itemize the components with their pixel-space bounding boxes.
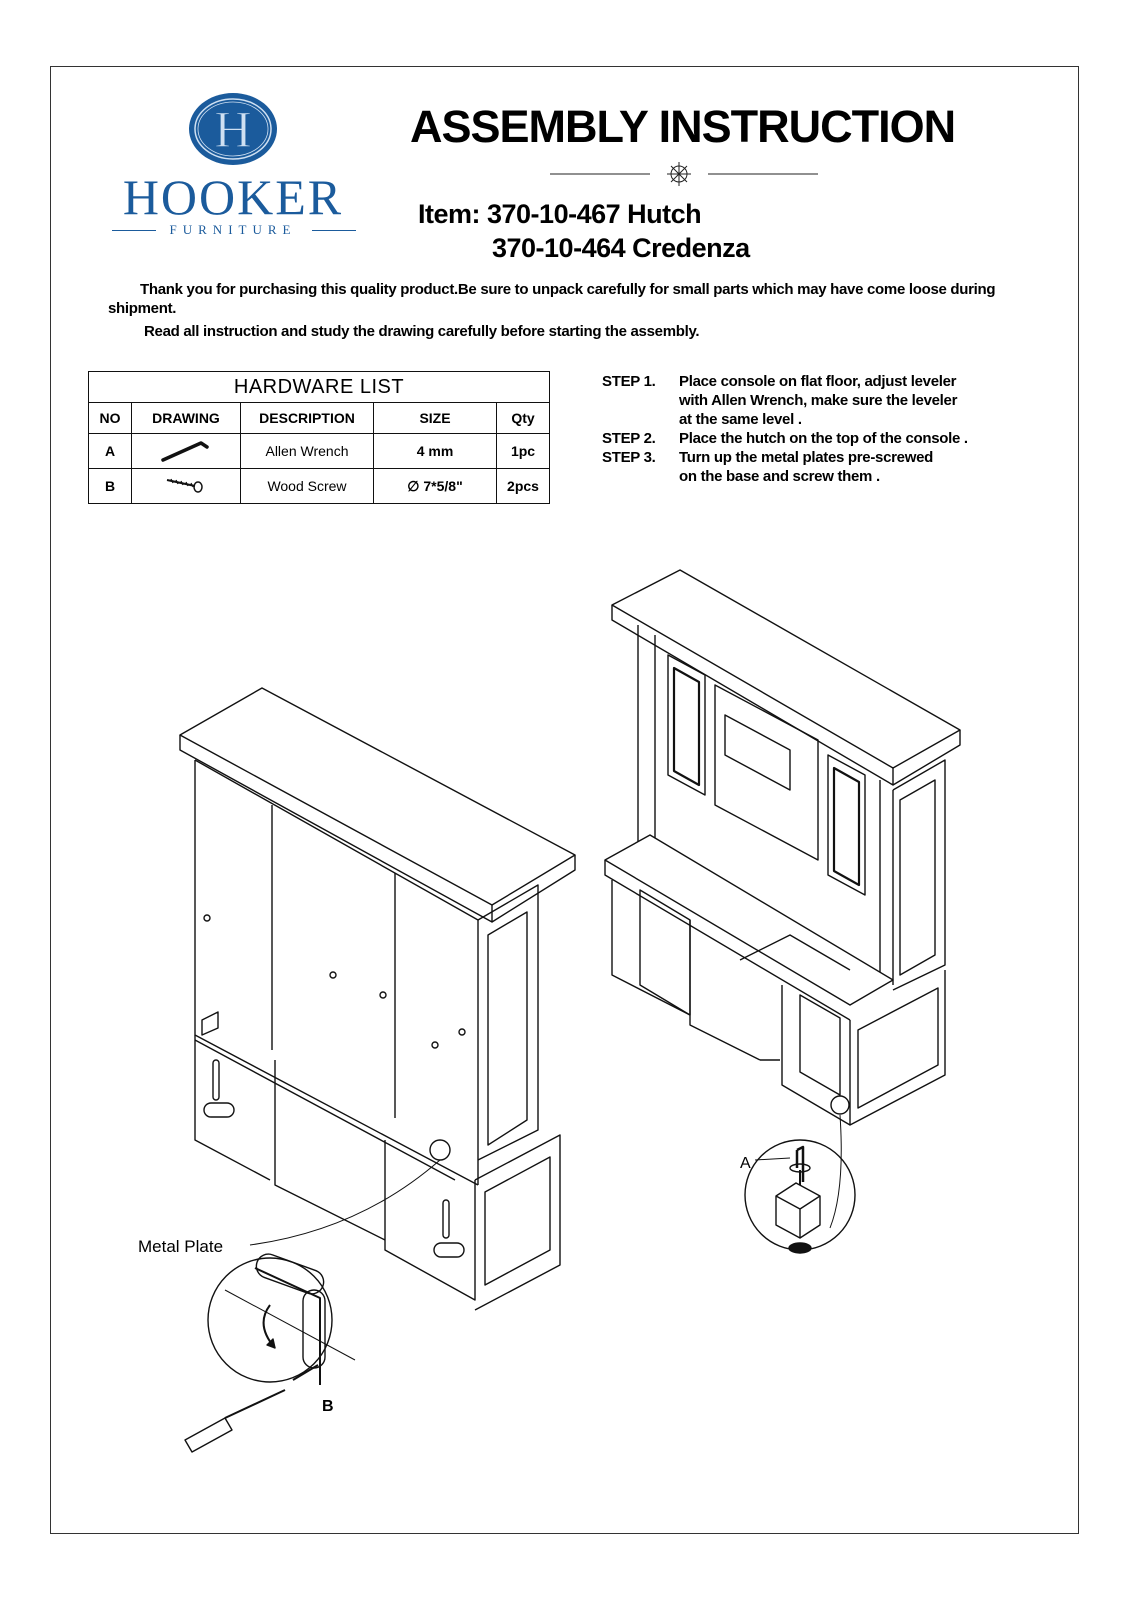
header-no: NO: [88, 402, 132, 434]
item-line-credenza: 370-10-464 Credenza: [492, 233, 750, 263]
hardware-list-caption: HARDWARE LIST: [88, 371, 550, 403]
header-size: SIZE: [373, 402, 497, 434]
logo-monogram: H: [214, 102, 252, 159]
cell-size: ∅ 7*5/8": [373, 468, 497, 504]
allen-wrench-icon: [161, 440, 209, 462]
cell-drawing: [131, 468, 241, 504]
brand-rule-right: [312, 230, 356, 231]
header-drawing: DRAWING: [131, 402, 241, 434]
header-description: DESCRIPTION: [240, 402, 374, 434]
steps-list: STEP 1.Place console on flat floor, adju…: [602, 372, 968, 486]
cell-description: Wood Screw: [240, 468, 374, 504]
step-1-line-2: with Allen Wrench, make sure the leveler: [679, 392, 958, 409]
step-2-line-1: STEP 2.Place the hutch on the top of the…: [602, 430, 968, 447]
step-1-line-3: at the same level .: [679, 411, 802, 428]
page-frame: [50, 66, 1079, 1534]
step-3-line-1: STEP 3.Turn up the metal plates pre-scre…: [602, 449, 933, 466]
step-1-line-1: STEP 1.Place console on flat floor, adju…: [602, 373, 957, 390]
cell-no: B: [88, 468, 132, 504]
cell-qty: 1pc: [496, 433, 550, 469]
cell-drawing: [131, 433, 241, 469]
table-row: B Wood Screw ∅ 7*5/8" 2pcs: [88, 468, 550, 504]
hooker-logo-emblem: H: [189, 93, 277, 165]
metal-plate-callout: Metal Plate: [138, 1237, 224, 1256]
brand-subtitle: FURNITURE: [169, 222, 297, 237]
step-3-line-2: on the base and screw them .: [679, 468, 880, 485]
callout-a: A: [740, 1155, 751, 1172]
brand-name: HOOKER: [122, 169, 344, 225]
callout-b: B: [322, 1398, 334, 1415]
table-row: A Allen Wrench 4 mm 1pc: [88, 433, 550, 469]
header-qty: Qty: [496, 402, 550, 434]
intro-text: Thank you for purchasing this quality pr…: [108, 280, 1038, 341]
item-line-hutch: Item: 370-10-467 Hutch: [418, 199, 702, 229]
wood-screw-icon: [166, 478, 203, 493]
hardware-list-table: HARDWARE LIST NO DRAWING DESCRIPTION SIZ…: [88, 371, 550, 504]
intro-paragraph-1: Thank you for purchasing this quality pr…: [108, 281, 996, 317]
compass-ornament-icon: [550, 162, 818, 186]
cell-qty: 2pcs: [496, 468, 550, 504]
cell-description: Allen Wrench: [240, 433, 374, 469]
page-title: ASSEMBLY INSTRUCTION: [410, 101, 956, 152]
brand-rule-left: [112, 230, 156, 231]
intro-paragraph-2: Read all instruction and study the drawi…: [144, 323, 700, 340]
cell-size: 4 mm: [373, 433, 497, 469]
cell-no: A: [88, 433, 132, 469]
